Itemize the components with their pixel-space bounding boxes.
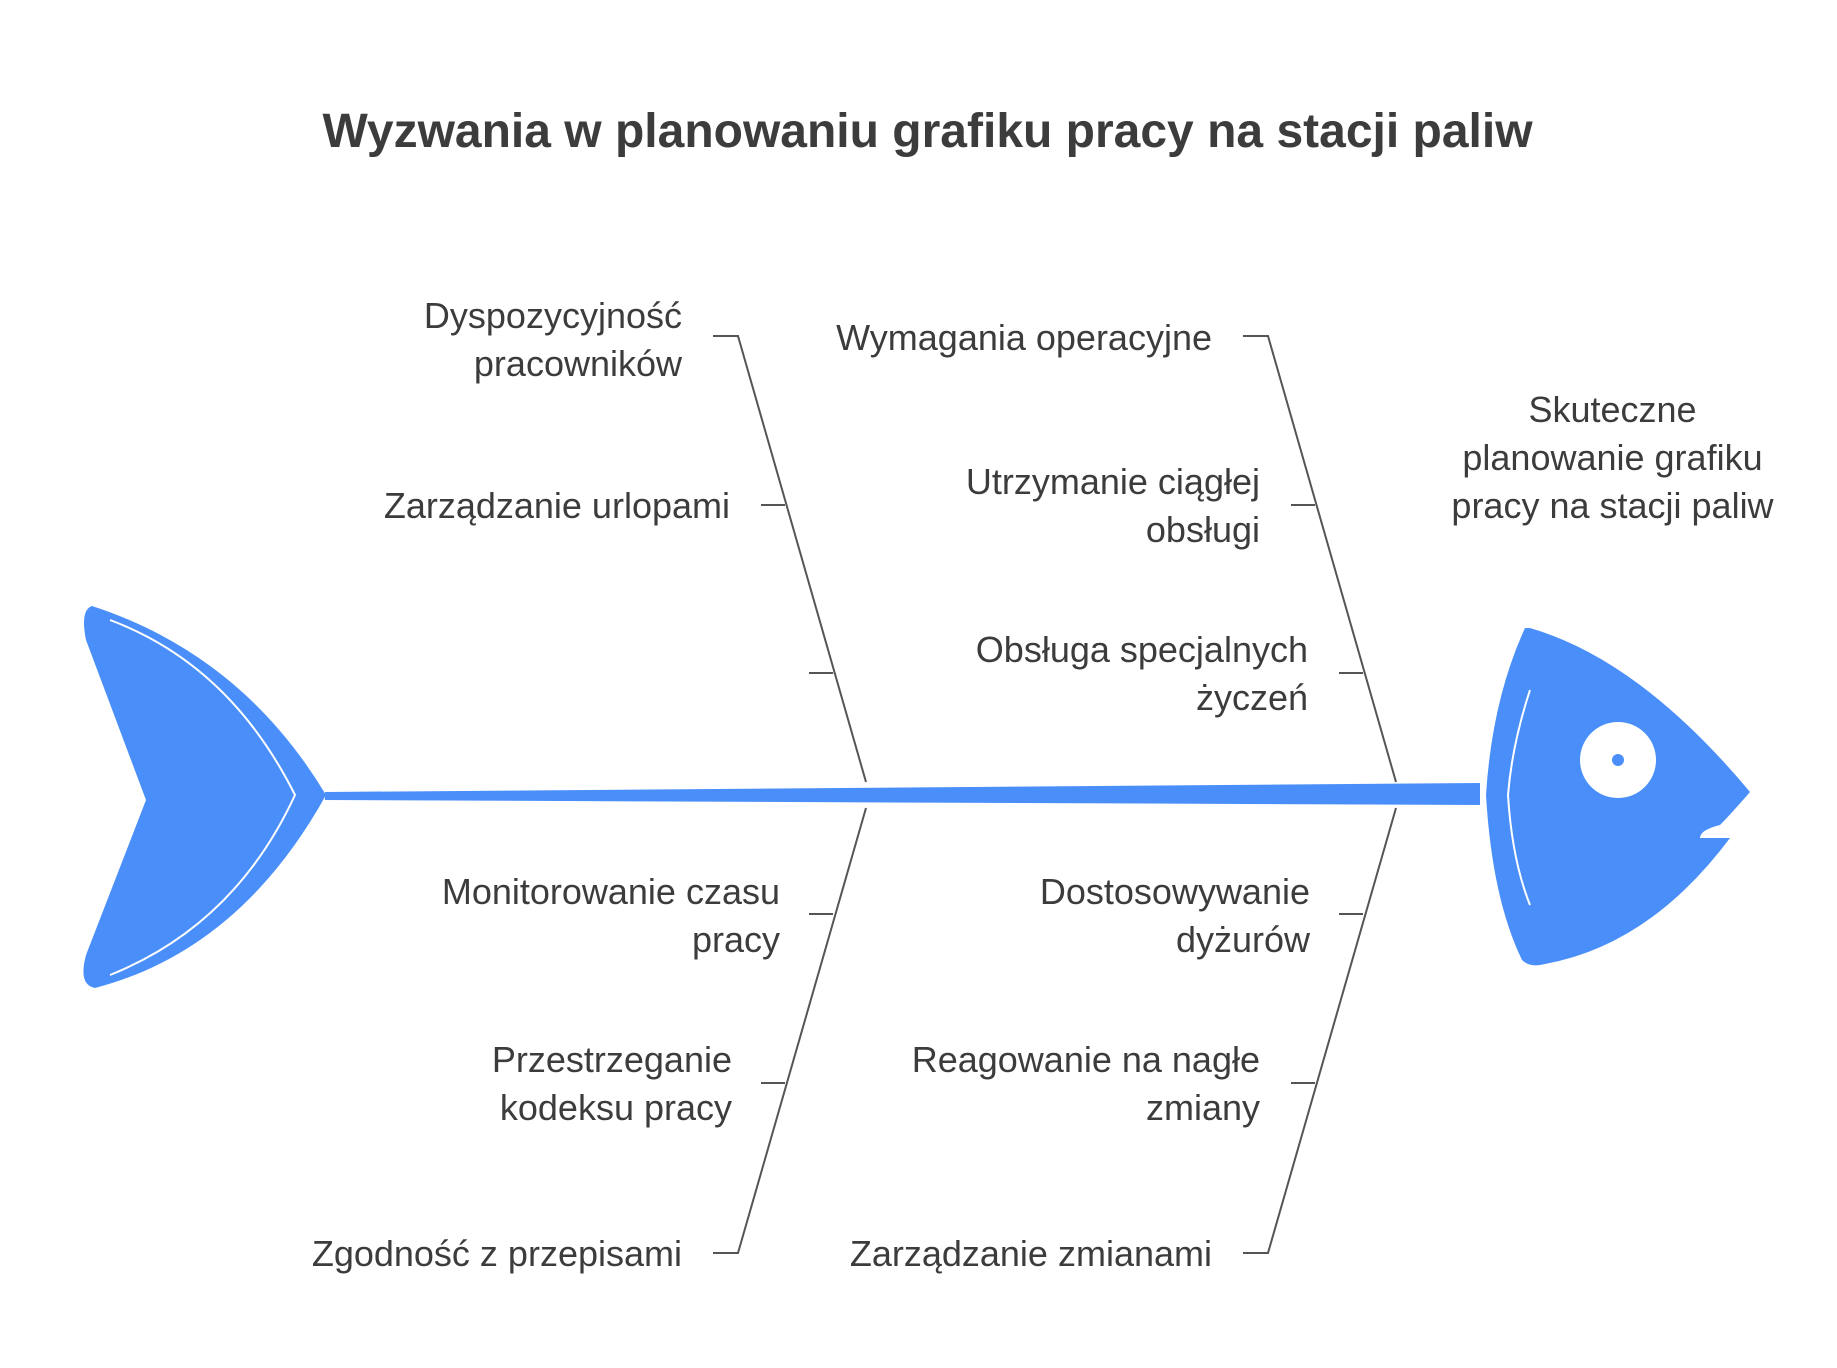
cause-label: Dyspozycyjność pracowników [423, 295, 682, 384]
cause-label: Reagowanie na nagłe zmiany [911, 1039, 1260, 1128]
cause-label: Obsługa specjalnych życzeń [975, 629, 1308, 718]
effect-label: Skuteczne planowanie grafiku pracy na st… [1451, 389, 1774, 526]
cause-label: Przestrzeganie kodeksu pracy [491, 1039, 732, 1128]
cause-label: Wymagania operacyjne [836, 317, 1212, 358]
fish-spine [325, 783, 1480, 805]
bone-top-left [713, 335, 867, 783]
bone-bottom-left [713, 807, 867, 1254]
cause-label: Zgodność z przepisami [311, 1233, 682, 1274]
bone-top-right [1243, 335, 1397, 783]
cause-label: Zarządzanie urlopami [383, 485, 730, 526]
diagram-title: Wyzwania w planowaniu grafiku pracy na s… [322, 105, 1533, 158]
bone-bottom-right [1243, 807, 1397, 1254]
fish-tail-highlight [109, 619, 297, 976]
cause-label: Dostosowywanie dyżurów [1039, 871, 1310, 960]
fish-tail [83, 606, 326, 988]
fish-pupil [1612, 754, 1624, 766]
cause-label: Monitorowanie czasu pracy [441, 871, 780, 960]
fish-head-highlight [1506, 689, 1531, 906]
cause-label: Zarządzanie zmianami [849, 1233, 1212, 1274]
cause-label: Utrzymanie ciągłej obsługi [965, 461, 1260, 550]
